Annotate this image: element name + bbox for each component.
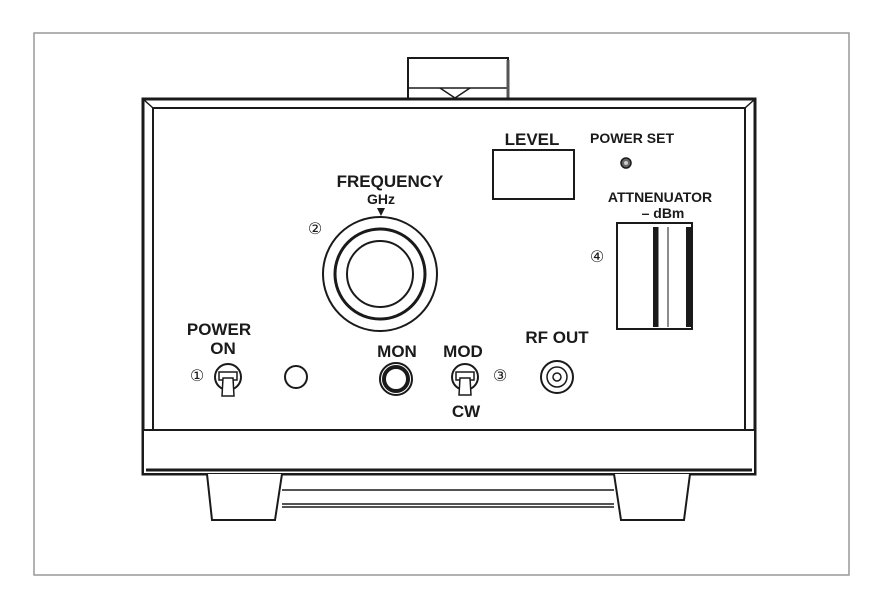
top-handle [407, 57, 510, 101]
callout-2: ② [308, 221, 322, 238]
power-set-label: POWER SET [590, 130, 674, 146]
frequency-label: FREQUENCY [337, 172, 444, 191]
power-lamp [284, 365, 308, 389]
callout-3: ③ [493, 368, 507, 385]
attenuator-unit-label: – dBm [642, 205, 685, 221]
mod-label: MOD [443, 342, 483, 361]
rf-out-connector[interactable] [540, 360, 574, 394]
callout-4: ④ [590, 249, 604, 266]
mod-cw-toggle-switch[interactable] [451, 363, 479, 396]
power-toggle-switch[interactable] [214, 363, 242, 397]
mon-label: MON [377, 342, 417, 361]
level-meter-window [492, 149, 575, 200]
frequency-pointer-icon [377, 208, 385, 216]
frequency-unit-label: GHz [367, 191, 395, 207]
attenuator-label: ATTNENUATOR [608, 189, 712, 205]
power-on-label: ON [210, 339, 236, 358]
rf-out-label: RF OUT [525, 328, 589, 347]
mon-knob[interactable] [379, 362, 413, 396]
cabinet-feet [206, 473, 691, 521]
power-label: POWER [187, 320, 251, 339]
cw-label: CW [452, 402, 481, 421]
attenuator-thumbwheel[interactable] [616, 222, 693, 330]
power-set-indicator [620, 157, 632, 169]
level-label: LEVEL [505, 130, 560, 149]
callout-1: ① [190, 368, 204, 385]
frequency-dial[interactable] [322, 216, 438, 332]
outer-frame [33, 32, 850, 576]
